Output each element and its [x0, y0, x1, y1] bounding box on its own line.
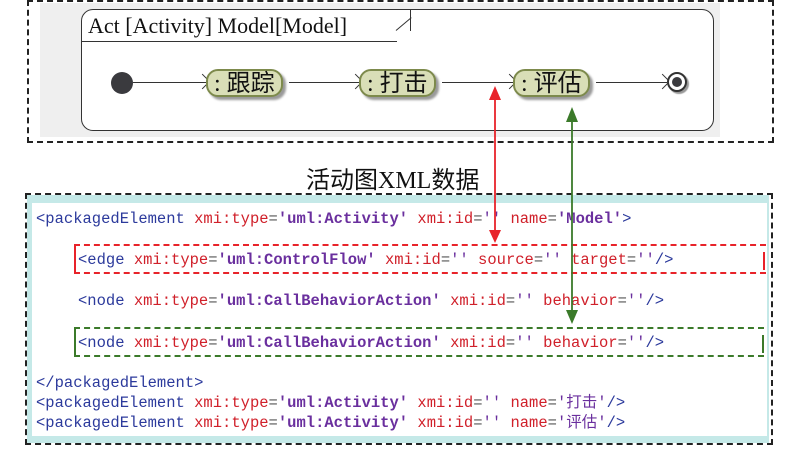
xml-line-packaged-element-daji: <packagedElement xmi:type='uml:Activity'…: [36, 394, 625, 412]
xml-tag: </packagedElement>: [36, 374, 204, 392]
xml-attr: xmi:id: [408, 414, 474, 432]
xml-value: '': [626, 334, 646, 352]
xml-value: 'uml:ControlFlow': [217, 251, 376, 269]
xml-attr: behavior: [533, 292, 618, 310]
xml-value: '评估': [556, 414, 607, 432]
xml-eq: =: [626, 251, 637, 269]
xml-eq: =: [473, 394, 483, 412]
xml-data-caption: 活动图XML数据: [306, 168, 480, 194]
control-flow-action3-to-final[interactable]: [596, 73, 671, 90]
xml-eq: =: [268, 210, 278, 228]
xml-value: '': [450, 251, 469, 269]
xml-attr: xmi:type: [124, 334, 209, 352]
xml-eq: =: [547, 414, 557, 432]
xml-attr: behavior: [533, 334, 618, 352]
xml-attr: xmi:type: [184, 394, 269, 412]
xml-line-edge: <edge xmi:type='uml:ControlFlow' xmi:id=…: [78, 251, 673, 269]
xml-tag: <edge: [78, 251, 125, 269]
xml-value: '': [515, 292, 534, 310]
xml-value: 'Model': [556, 210, 623, 228]
node-highlight-box: [74, 327, 764, 357]
xml-attr: xmi:id: [408, 394, 474, 412]
xml-line-node-highlighted: <node xmi:type='uml:CallBehaviorAction' …: [78, 334, 664, 352]
xml-value: '': [482, 414, 502, 432]
frame-title-underline: [81, 41, 397, 42]
xml-attr: name: [501, 414, 548, 432]
xml-eq: =: [440, 251, 451, 269]
xml-attr: xmi:id: [440, 334, 506, 352]
activity-frame-title: Act [Activity] Model[Model]: [88, 13, 348, 38]
xml-eq: =: [268, 414, 278, 432]
xml-eq: =: [547, 394, 557, 412]
xml-value: 'uml:CallBehaviorAction': [217, 292, 441, 310]
xml-attr: xmi:type: [184, 414, 269, 432]
xml-line-node: <node xmi:type='uml:CallBehaviorAction' …: [78, 292, 664, 310]
xml-attr: xmi:id: [375, 251, 441, 269]
xml-attr: xmi:type: [184, 210, 269, 228]
xml-tag: <packagedElement: [36, 210, 185, 228]
xml-value: 'uml:Activity': [277, 394, 409, 412]
xml-line-packaged-element-close: </packagedElement>: [36, 374, 203, 392]
xml-eq: =: [473, 210, 483, 228]
xml-eq: =: [268, 394, 278, 412]
xml-line-packaged-element-pinggu: <packagedElement xmi:type='uml:Activity'…: [36, 414, 625, 432]
xml-tag: <node: [78, 292, 125, 310]
xml-eq: =: [533, 251, 544, 269]
xml-value: '': [543, 251, 562, 269]
xml-attr: xmi:id: [408, 210, 474, 228]
action-node-2[interactable]: : 打击: [359, 69, 436, 97]
xml-eq: =: [617, 292, 627, 310]
xml-value: '': [482, 394, 502, 412]
xml-value: '打击': [556, 394, 607, 412]
xml-eq: =: [505, 334, 516, 352]
xml-code-panel: [32, 203, 767, 436]
xml-attr: xmi:type: [124, 292, 209, 310]
xml-outer-frame: [25, 193, 773, 445]
xml-attr: name: [501, 394, 548, 412]
xml-value: '': [482, 210, 502, 228]
xml-tag: <packagedElement: [36, 414, 185, 432]
control-flow-action1-to-action2[interactable]: [289, 73, 364, 90]
activity-final-node-icon[interactable]: [667, 72, 687, 92]
xml-eq: =: [208, 334, 218, 352]
xml-eq: =: [617, 334, 627, 352]
xml-attr: target: [561, 251, 627, 269]
frame-title-tab-edge: [410, 9, 411, 31]
xml-value: 'uml:Activity': [277, 210, 409, 228]
xml-value: 'uml:Activity': [277, 414, 409, 432]
xml-attr: xmi:type: [124, 251, 209, 269]
xml-tag: <node: [78, 334, 125, 352]
xml-attr: source: [468, 251, 534, 269]
xml-tag: <packagedElement: [36, 394, 185, 412]
control-flow-initial-to-action1[interactable]: [133, 73, 211, 90]
xml-value: '': [626, 292, 646, 310]
xml-tag-end: >: [622, 210, 632, 228]
initial-node-icon[interactable]: [111, 72, 133, 94]
xml-tag-end: />: [654, 251, 674, 269]
control-flow-action2-to-action3[interactable]: [442, 73, 518, 90]
xml-value: 'uml:CallBehaviorAction': [217, 334, 441, 352]
xml-eq: =: [505, 292, 516, 310]
xml-eq: =: [208, 292, 218, 310]
xml-value: '': [636, 251, 655, 269]
xml-attr: xmi:id: [440, 292, 506, 310]
xml-eq: =: [547, 210, 557, 228]
xml-value: '': [515, 334, 534, 352]
xml-line-packaged-element-open: <packagedElement xmi:type='uml:Activity'…: [36, 210, 631, 228]
action-node-1[interactable]: : 跟踪: [206, 69, 283, 97]
xml-eq: =: [208, 251, 218, 269]
action-node-3[interactable]: : 评估: [513, 69, 590, 97]
edge-highlight-box: [74, 244, 766, 274]
xml-tag-end: />: [606, 414, 626, 432]
xml-tag-end: />: [645, 292, 665, 310]
xml-eq: =: [473, 414, 483, 432]
xml-tag-end: />: [606, 394, 626, 412]
edge-highlight-box-right-edge: [763, 252, 765, 270]
node-highlight-box-right-edge: [762, 335, 764, 353]
xml-tag-end: />: [645, 334, 665, 352]
xml-attr: name: [501, 210, 548, 228]
